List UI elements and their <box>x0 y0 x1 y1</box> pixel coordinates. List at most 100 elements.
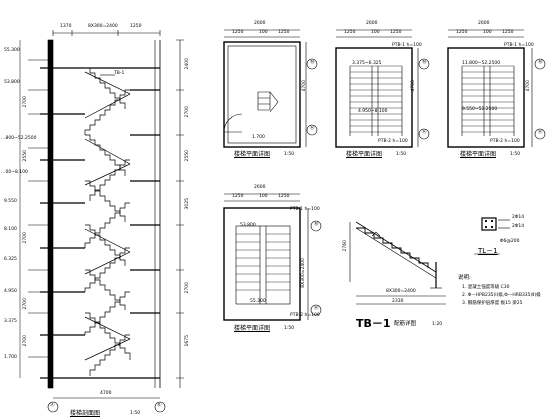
tl1-dim: Φ6@200 <box>500 239 520 244</box>
plan2-label: 3.375~6.325 <box>352 61 382 66</box>
plan2-dim: 2600 <box>366 21 378 26</box>
tl1-linework <box>474 217 510 255</box>
level-label: 3.375 <box>4 319 17 324</box>
plan2-linework <box>335 29 430 148</box>
plan1-side-dim: 4700 <box>302 80 307 92</box>
right-dim: 2400 <box>185 58 190 70</box>
plan4-dim: 1250 <box>232 194 244 199</box>
plan3-scale: 1:50 <box>510 152 521 157</box>
plan4-dim: 100 <box>259 194 268 199</box>
tb1-subtitle: 配筋详图 <box>394 321 417 327</box>
section-top-dim-3: 1250 <box>130 24 142 29</box>
plan3-title: 楼梯平面详图 <box>460 151 497 158</box>
plan4-scale: 1:50 <box>284 326 295 331</box>
plan4-label: 53.800 <box>240 223 256 228</box>
right-dim: 2700 <box>185 106 190 118</box>
plan4-title: 楼梯平面详图 <box>234 325 271 332</box>
left-dim: 2700 <box>23 335 28 347</box>
plan4-label: PTB-2 h=100 <box>290 313 320 318</box>
axis-label: Ⓜ <box>310 60 315 65</box>
level-label: 4.950 <box>4 289 17 294</box>
tl1-dim: 2Φ14 <box>512 215 525 220</box>
plan3-dim: 100 <box>483 30 492 35</box>
plan4-dim: 2600 <box>254 185 266 190</box>
axis-bubble <box>47 401 59 413</box>
tb1-dim: 8X300=2400 <box>386 289 416 294</box>
tb1-scale: 1:20 <box>432 322 443 327</box>
plan2-label: 4.950~8.100 <box>358 109 388 114</box>
plan2-scale: 1:50 <box>396 152 407 157</box>
section-left-wall <box>47 39 54 389</box>
left-dim: 2700 <box>23 298 28 310</box>
left-dim: 2700 <box>23 232 28 244</box>
left-dim: 2700 <box>23 96 28 108</box>
section-top-dim-2: 8X300=2400 <box>88 24 118 29</box>
level-label: 9.550 <box>4 199 17 204</box>
tb-callout: TB-1 <box>114 71 125 76</box>
plan4-label: PTB-1 h=100 <box>290 207 320 212</box>
right-dim: 2550 <box>185 150 190 162</box>
plan2-title: 楼梯平面详图 <box>346 151 383 158</box>
axis-label: Ⓗ <box>310 126 315 131</box>
notes-item: 2. Φ—HPB235(Ⅰ)级,Φ—HRB335(Ⅱ)级 <box>462 293 541 298</box>
plan3-label: 9.550~52.2500 <box>462 107 498 112</box>
tb1-linework <box>349 221 446 305</box>
right-dim: 1675 <box>185 335 190 347</box>
level-label: 6.325 <box>4 257 17 262</box>
plan1-dim: 100 <box>259 30 268 35</box>
level-label: …800~52.2500 <box>1 136 37 141</box>
plan1-dim: 1250 <box>278 30 290 35</box>
plan3-side-dim: 4700 <box>526 80 531 92</box>
plan3-dim: 2600 <box>478 21 490 26</box>
plan3-dim: 1250 <box>456 30 468 35</box>
plan3-label: 11.800~52.2500 <box>462 61 501 66</box>
plan2-side-dim: 4700 <box>411 80 416 92</box>
plan4-linework <box>223 193 322 321</box>
plan2-dim: 1250 <box>390 30 402 35</box>
plan1-dim: 1250 <box>232 30 244 35</box>
axis-label: Ⓗ <box>538 130 543 135</box>
plan1-scale: 1:50 <box>284 152 295 157</box>
level-label: 8.100 <box>4 227 17 232</box>
notes-item: 3. 钢筋保护层厚度 板15 梁25 <box>462 301 523 306</box>
plan1-linework <box>223 29 318 148</box>
level-label: 55.300 <box>4 48 20 53</box>
plan2-dim: 100 <box>371 30 380 35</box>
notes-item: 1. 混凝土强度等级 C30 <box>462 285 510 290</box>
tl1-title: TL－1 <box>478 247 498 255</box>
section-top-dim-1: 1370 <box>60 24 72 29</box>
section-scale: 1:50 <box>130 411 141 416</box>
tl1-dim: 2Φ14 <box>512 224 525 229</box>
plan3-label: PTB-1 h=100 <box>504 43 534 48</box>
plan4-label: 55.300 <box>250 299 266 304</box>
plan1-dim: 2600 <box>254 21 266 26</box>
axis-label: Ⓗ <box>422 130 427 135</box>
axis-label: Ⓐ <box>50 403 55 408</box>
tb1-title: TB－1 <box>356 317 391 330</box>
plan3-linework <box>447 29 546 148</box>
left-dim: 2550 <box>23 150 28 162</box>
right-dim: 2700 <box>185 282 190 294</box>
level-label: 1.700 <box>4 355 17 360</box>
section-bottom-dim: 4700 <box>100 391 112 396</box>
plan2-label: PTB-2 h=100 <box>378 139 408 144</box>
plan2-dim: 1250 <box>344 30 356 35</box>
plan1-level: 1.700 <box>252 135 265 140</box>
level-label: 53.800 <box>4 80 20 85</box>
plan3-label: PTB-2 h=100 <box>490 139 520 144</box>
plan2-label: PTB-1 h=100 <box>392 43 422 48</box>
plan4-side-dim: 8X300=2400 <box>301 258 306 288</box>
plan3-dim: 1250 <box>502 30 514 35</box>
axis-label: Ⓑ <box>157 403 162 408</box>
axis-label: Ⓜ <box>422 60 427 65</box>
axis-label: Ⓜ <box>538 60 543 65</box>
plan1-title: 楼梯平面详图 <box>234 151 271 158</box>
level-label: …00~8.100 <box>1 170 28 175</box>
section-title: 楼梯剖面图 <box>70 410 101 417</box>
axis-label: Ⓗ <box>314 306 319 311</box>
notes-title: 说明: <box>458 275 471 281</box>
plan4-dim: 1250 <box>278 194 290 199</box>
tb1-dim: 2330 <box>392 299 404 304</box>
